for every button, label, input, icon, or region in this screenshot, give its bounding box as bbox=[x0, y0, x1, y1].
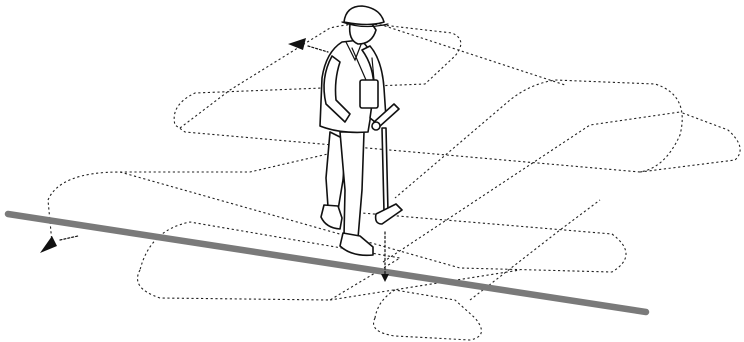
operator-front-leg bbox=[340, 132, 364, 238]
operator-with-locator bbox=[320, 6, 402, 255]
direction-arrow-end bbox=[288, 38, 328, 52]
operator-hand bbox=[372, 122, 380, 130]
survey-loop-bottom bbox=[374, 200, 600, 340]
dashed-survey-path bbox=[48, 24, 740, 340]
hard-hat bbox=[344, 6, 384, 25]
operator-back-boot bbox=[321, 205, 342, 229]
locator-shaft bbox=[382, 128, 388, 212]
locator-foot bbox=[376, 204, 402, 224]
receiver-box bbox=[360, 80, 378, 108]
operator-front-boot bbox=[340, 233, 373, 255]
direction-arrow-start bbox=[40, 236, 78, 253]
survey-loop-lower bbox=[138, 112, 681, 300]
signal-arrow-head bbox=[381, 274, 389, 282]
